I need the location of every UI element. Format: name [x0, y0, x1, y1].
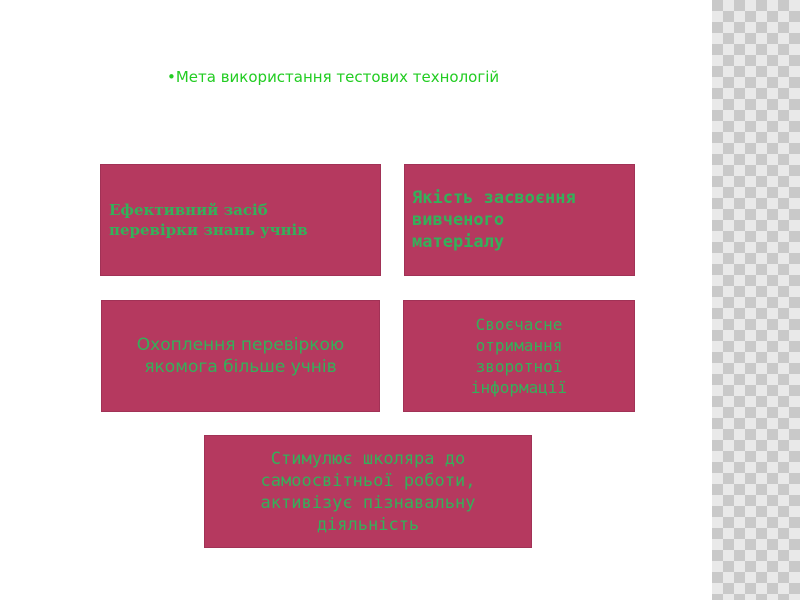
box-line: Своєчасне: [475, 315, 563, 334]
box-learning-quality-text: Якість засвоєння вивченого матеріалу: [412, 187, 634, 253]
box-line: якомога більше учнів: [144, 357, 337, 377]
box-line: активізує пізнавальну: [260, 492, 476, 513]
box-timely-feedback: Своєчасне отримання зворотної інформації: [403, 300, 635, 412]
box-learning-quality: Якість засвоєння вивченого матеріалу: [404, 164, 635, 276]
decorative-side-pattern: [712, 0, 800, 600]
box-line: перевірки знань учнів: [109, 221, 308, 239]
box-line: самоосвітньої роботи,: [260, 470, 476, 491]
box-line: Якість засвоєння: [412, 188, 576, 208]
box-line: Стимулює школяра до: [270, 448, 466, 469]
box-line: діяльність: [316, 514, 420, 535]
box-coverage: Охоплення перевіркою якомога більше учні…: [101, 300, 380, 412]
box-stimulates-self-education: Стимулює школяра до самоосвітньої роботи…: [204, 435, 532, 548]
box-effective-tool: Ефективний засіб перевірки знань учнів: [100, 164, 381, 276]
box-line: отримання: [475, 336, 563, 355]
box-line: Охоплення перевіркою: [136, 335, 345, 355]
slide-canvas: •Мета використання тестових технологій Е…: [100, 68, 635, 548]
box-effective-tool-text: Ефективний засіб перевірки знань учнів: [109, 200, 380, 240]
box-coverage-text: Охоплення перевіркою якомога більше учні…: [102, 334, 379, 378]
box-line: інформації: [470, 378, 568, 397]
box-timely-feedback-text: Своєчасне отримання зворотної інформації: [404, 314, 634, 398]
box-line: зворотної: [475, 357, 563, 376]
box-line: вивченого: [412, 210, 505, 230]
slide-subtitle: •Мета використання тестових технологій: [167, 68, 500, 86]
box-line: Ефективний засіб: [109, 201, 268, 219]
box-stimulates-self-education-text: Стимулює школяра до самоосвітньої роботи…: [205, 448, 531, 536]
box-line: матеріалу: [412, 232, 505, 252]
